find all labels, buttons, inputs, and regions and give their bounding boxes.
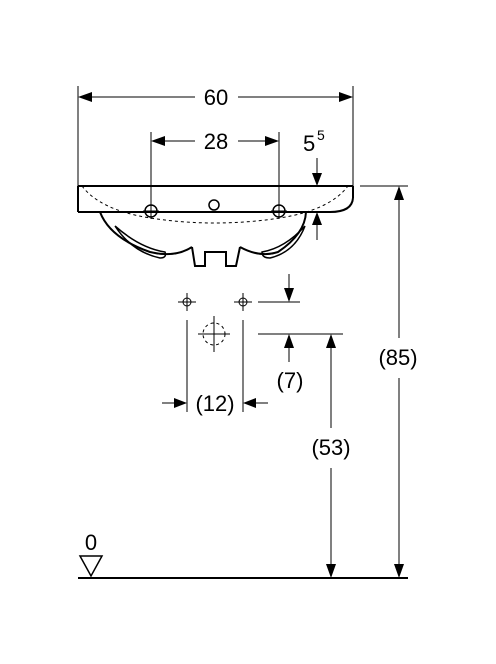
- waste-offset-label: (7): [277, 368, 304, 393]
- total-height-dimension: (85): [360, 185, 418, 578]
- floor-level-label: 0: [85, 530, 97, 555]
- arrow-right: [339, 92, 353, 102]
- waste-point: [198, 316, 230, 352]
- waste-height-dimension: (53): [311, 334, 351, 578]
- width-dimension: 60: [77, 85, 354, 186]
- arrow-down: [312, 173, 322, 186]
- total-height-label: (85): [378, 345, 417, 370]
- arrow-up: [312, 212, 322, 225]
- tap-hole-right: [271, 203, 287, 219]
- tap-hole-left: [143, 203, 159, 219]
- arrow-up: [394, 186, 404, 200]
- arrow-down: [394, 564, 404, 578]
- tap-spacing-label: 28: [204, 129, 228, 154]
- rim-depth-dimension: 5 5: [303, 127, 325, 240]
- arrow-left: [243, 398, 256, 408]
- arrow-left: [78, 92, 92, 102]
- waste-height-label: (53): [311, 435, 350, 460]
- floor-level: 0: [78, 530, 408, 579]
- arrow-down: [326, 564, 336, 578]
- supply-point-right: [234, 293, 252, 311]
- pipe-spacing-label: (12): [195, 391, 234, 416]
- arrow-up: [284, 334, 294, 348]
- arrow-down: [284, 288, 294, 302]
- width-label: 60: [204, 85, 228, 110]
- rim-depth-superscript: 5: [317, 127, 325, 143]
- waste-offset-dimension: (7): [258, 274, 343, 393]
- connection-points: [178, 293, 252, 352]
- arrow-up: [326, 334, 336, 348]
- overflow-hole: [208, 199, 220, 211]
- rim-depth-label: 5: [303, 131, 315, 156]
- arrow-left: [151, 136, 165, 146]
- level-triangle-icon: [78, 555, 104, 578]
- supply-point-left: [178, 293, 196, 311]
- pipe-spacing-dimension: (12): [162, 320, 268, 416]
- basin-body: [77, 185, 354, 267]
- tap-spacing-dimension: 28: [150, 129, 280, 205]
- arrow-right: [174, 398, 187, 408]
- arrow-right: [265, 136, 279, 146]
